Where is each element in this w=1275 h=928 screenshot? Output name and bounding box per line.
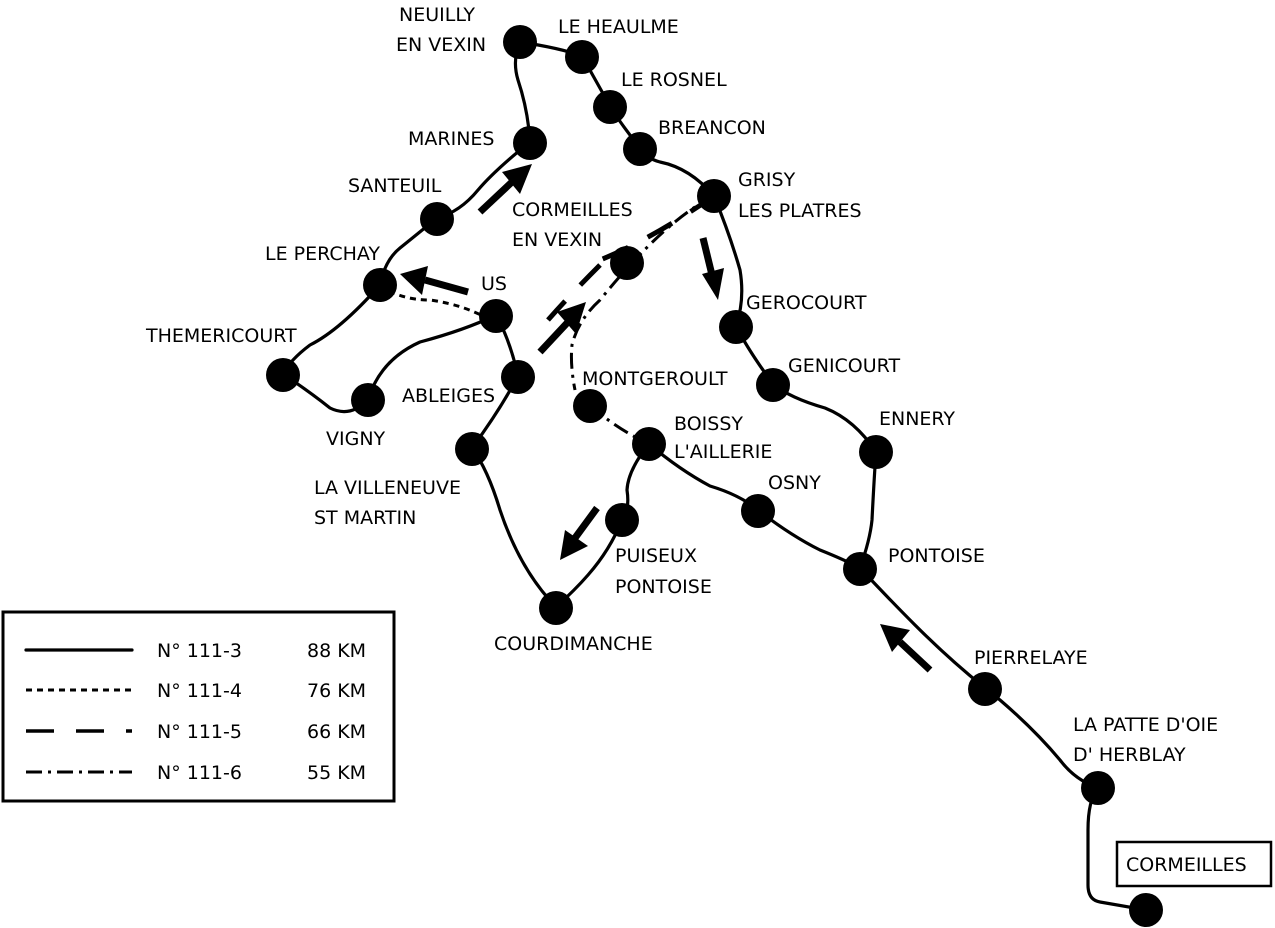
arrow-icon <box>699 237 724 300</box>
arrow-icon <box>880 624 933 673</box>
town-node-grisy <box>697 179 731 213</box>
town-label: BOISSY <box>674 413 743 435</box>
legend-route-distance: 66 KM <box>307 721 366 743</box>
town-label: OSNY <box>768 472 821 494</box>
town-label: BREANCON <box>658 117 766 139</box>
town-label: MARINES <box>408 128 494 150</box>
town-label: LE PERCHAY <box>265 243 380 265</box>
destination-box: CORMEILLES <box>1115 840 1273 888</box>
town-label: PONTOISE <box>615 576 712 598</box>
town-label: VIGNY <box>326 428 386 450</box>
town-label: ENNERY <box>879 408 955 430</box>
town-node-breancon <box>623 132 657 166</box>
route-111-3-solid <box>281 40 1148 912</box>
town-node-genicourt <box>756 368 790 402</box>
arrow-icon <box>537 302 586 355</box>
town-node-gerocourt <box>719 310 753 344</box>
legend-route-distance: 76 KM <box>307 680 366 702</box>
legend-route-name: N° 111-4 <box>157 680 242 702</box>
town-node-le-rosnel <box>593 90 627 124</box>
town-node-ennery <box>859 435 893 469</box>
town-label: COURDIMANCHE <box>494 633 653 655</box>
legend-row: N° 111-6 55 KM <box>26 762 366 784</box>
town-node-cormeilles-en-vexin <box>610 246 644 280</box>
town-label: LE ROSNEL <box>621 69 727 91</box>
town-node-la-villeneuve <box>455 432 489 466</box>
direction-arrows <box>400 164 933 673</box>
town-label: ABLEIGES <box>402 385 495 407</box>
town-node-neuilly <box>503 25 537 59</box>
town-node-boissy <box>632 427 666 461</box>
destination-label: CORMEILLES <box>1126 854 1247 876</box>
town-label: PUISEUX <box>615 545 697 567</box>
legend-route-name: N° 111-6 <box>157 762 242 784</box>
legend-row: N° 111-3 88 KM <box>24 640 366 662</box>
legend-row: N° 111-4 76 KM <box>26 680 366 702</box>
town-node-cormeilles <box>1129 893 1163 927</box>
town-label: LES PLATRES <box>738 200 862 222</box>
town-node-vigny <box>351 383 385 417</box>
legend-route-distance: 55 KM <box>307 762 366 784</box>
legend: N° 111-3 88 KM N° 111-4 76 KM N° 111-5 6… <box>1 610 396 803</box>
arrow-icon <box>400 266 469 296</box>
town-label: THEMERICOURT <box>145 325 297 347</box>
town-label: EN VEXIN <box>512 229 602 251</box>
town-label: PONTOISE <box>888 545 985 567</box>
arrow-icon <box>477 164 532 215</box>
town-node-patte-doie <box>1081 771 1115 805</box>
town-node-le-perchay <box>363 268 397 302</box>
town-node-pontoise <box>843 552 877 586</box>
legend-route-distance: 88 KM <box>307 640 366 662</box>
town-label: GRISY <box>738 169 796 191</box>
town-label: L'AILLERIE <box>674 441 772 463</box>
town-node-us <box>479 299 513 333</box>
town-node-marines <box>513 126 547 160</box>
town-node-osny <box>741 494 775 528</box>
town-node-montgeroult <box>573 389 607 423</box>
town-node-ableiges <box>501 360 535 394</box>
arrow-icon <box>560 505 600 560</box>
town-label: PIERRELAYE <box>974 647 1088 669</box>
town-label: LA VILLENEUVE <box>314 477 461 499</box>
legend-route-name: N° 111-3 <box>157 640 242 662</box>
route-111-4-dotted <box>379 283 491 322</box>
legend-row: N° 111-5 66 KM <box>26 721 366 743</box>
town-node-pierrelaye <box>968 672 1002 706</box>
town-label: EN VEXIN <box>396 34 486 56</box>
town-label: SANTEUIL <box>348 175 442 197</box>
town-label: GEROCOURT <box>746 292 867 314</box>
town-label: LA PATTE D'OIE <box>1073 714 1218 736</box>
town-label: ST MARTIN <box>314 507 416 529</box>
legend-route-name: N° 111-5 <box>157 721 242 743</box>
town-label: LE HEAULME <box>558 16 679 38</box>
town-node-courdimanche <box>539 591 573 625</box>
town-label: US <box>481 273 507 295</box>
town-nodes <box>266 25 1163 927</box>
town-node-puiseux <box>605 503 639 537</box>
town-node-le-heaulme <box>565 40 599 74</box>
town-label: NEUILLY <box>399 4 475 26</box>
town-label: GENICOURT <box>788 355 900 377</box>
town-node-santeuil <box>420 202 454 236</box>
town-labels: NEUILLY EN VEXIN LE HEAULME LE ROSNEL BR… <box>145 4 1218 766</box>
town-label: D' HERBLAY <box>1073 744 1186 766</box>
town-label: CORMEILLES <box>512 199 633 221</box>
town-label: MONTGEROULT <box>582 368 728 390</box>
town-node-themericourt <box>266 358 300 392</box>
